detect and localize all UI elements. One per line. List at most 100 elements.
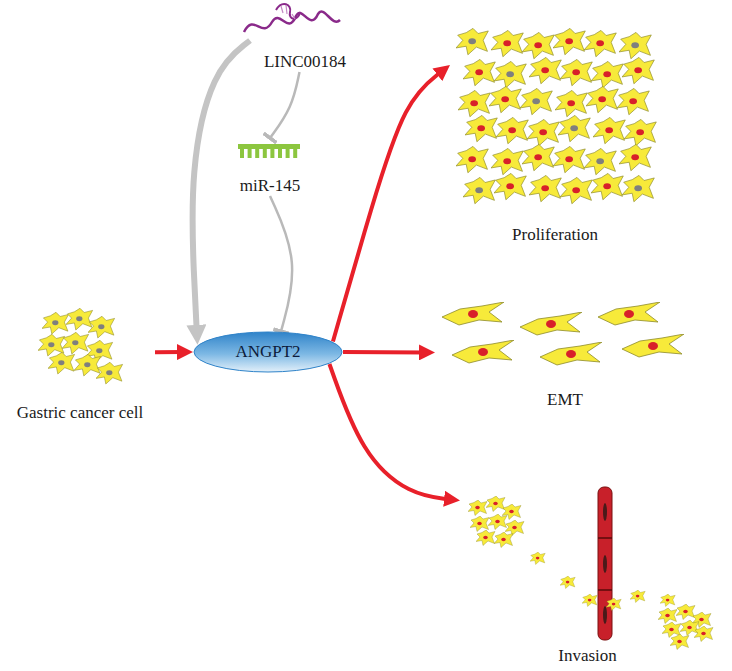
cell [658, 608, 677, 624]
cell [458, 90, 490, 116]
cell [591, 61, 623, 87]
outcome-node: Proliferation [450, 20, 660, 245]
cell [38, 334, 65, 356]
cell [489, 86, 521, 112]
cell [468, 500, 487, 516]
activation-arrow [333, 71, 442, 342]
invading-cells [468, 496, 713, 650]
mirna-tooth [255, 149, 259, 158]
cell [452, 340, 514, 363]
outcome-node: Invasion [460, 482, 715, 666]
node-label: miR-145 [240, 176, 300, 196]
mirna-icon [238, 144, 300, 158]
cell [494, 532, 513, 548]
rna-strand [244, 12, 340, 32]
mirna-tooth [263, 149, 267, 158]
node-label: Proliferation [512, 225, 598, 245]
cell [553, 146, 585, 172]
cell [486, 496, 505, 512]
activation-arrow [329, 364, 450, 499]
cell [606, 598, 621, 610]
node-label: Invasion [558, 646, 617, 666]
cell [463, 177, 495, 203]
cell [520, 88, 552, 114]
cell [560, 576, 575, 588]
mirna-node: miR-145 [225, 138, 315, 196]
cell [591, 173, 623, 199]
cell [88, 316, 115, 338]
blood-vessel [598, 487, 612, 640]
cell [42, 312, 69, 334]
cell [617, 88, 649, 114]
cell [624, 119, 656, 145]
cell [529, 57, 561, 83]
cell [680, 620, 699, 636]
cell [522, 144, 554, 170]
gene-ellipse: ANGPT2 [193, 331, 343, 373]
cell [520, 312, 582, 335]
cell [476, 530, 495, 546]
cell [465, 115, 497, 141]
cell [442, 302, 504, 325]
node-label: EMT [547, 390, 583, 410]
mirna-tooth [240, 149, 244, 158]
cell [96, 362, 123, 384]
cell [676, 604, 695, 620]
cell [527, 119, 559, 145]
cell [584, 30, 616, 56]
cell-illustrations [38, 28, 684, 384]
cell [494, 173, 526, 199]
cell [670, 634, 689, 650]
lncrna-node: LINC00184 [250, 2, 360, 72]
mirna-tooth [293, 149, 297, 158]
cell [553, 28, 585, 54]
cell [491, 30, 523, 56]
mirna-backbone [238, 144, 300, 149]
mirna-tooth [270, 149, 274, 158]
cell [586, 86, 618, 112]
cell [48, 352, 75, 374]
cell [584, 148, 616, 174]
cell [505, 520, 524, 536]
cell [496, 117, 528, 143]
cell [558, 115, 590, 141]
node-label: LINC00184 [264, 52, 346, 72]
activation-arrow [343, 350, 425, 354]
inhibition-connector [270, 196, 292, 331]
node-label: Gastric cancer cell [17, 403, 143, 423]
cell [529, 175, 561, 201]
cell [694, 626, 713, 642]
cell [619, 144, 651, 170]
rna-bases [281, 5, 295, 19]
cell [630, 590, 645, 602]
mirna-tooth [286, 149, 290, 158]
cell [582, 594, 597, 606]
cell [660, 594, 675, 606]
cell [622, 57, 654, 83]
cell [62, 332, 89, 354]
rna-helix [276, 4, 300, 19]
activation-arrow [155, 350, 183, 354]
gene-label: ANGPT2 [235, 342, 300, 362]
outcome-node: EMT [435, 295, 695, 410]
cell [74, 354, 101, 376]
cell [593, 117, 625, 143]
cell-node: Gastric cancer cell [5, 305, 155, 423]
cell [622, 334, 684, 357]
cell [494, 61, 526, 87]
cell [560, 177, 592, 203]
lncrna-icon [244, 4, 340, 32]
cell [540, 342, 602, 365]
cell [456, 146, 488, 172]
cell [560, 59, 592, 85]
mirna-tooth [248, 149, 252, 158]
cell [555, 90, 587, 116]
cell [463, 59, 495, 85]
cell [456, 28, 488, 54]
cell [522, 32, 554, 58]
cell [622, 175, 654, 201]
cell [619, 32, 651, 58]
